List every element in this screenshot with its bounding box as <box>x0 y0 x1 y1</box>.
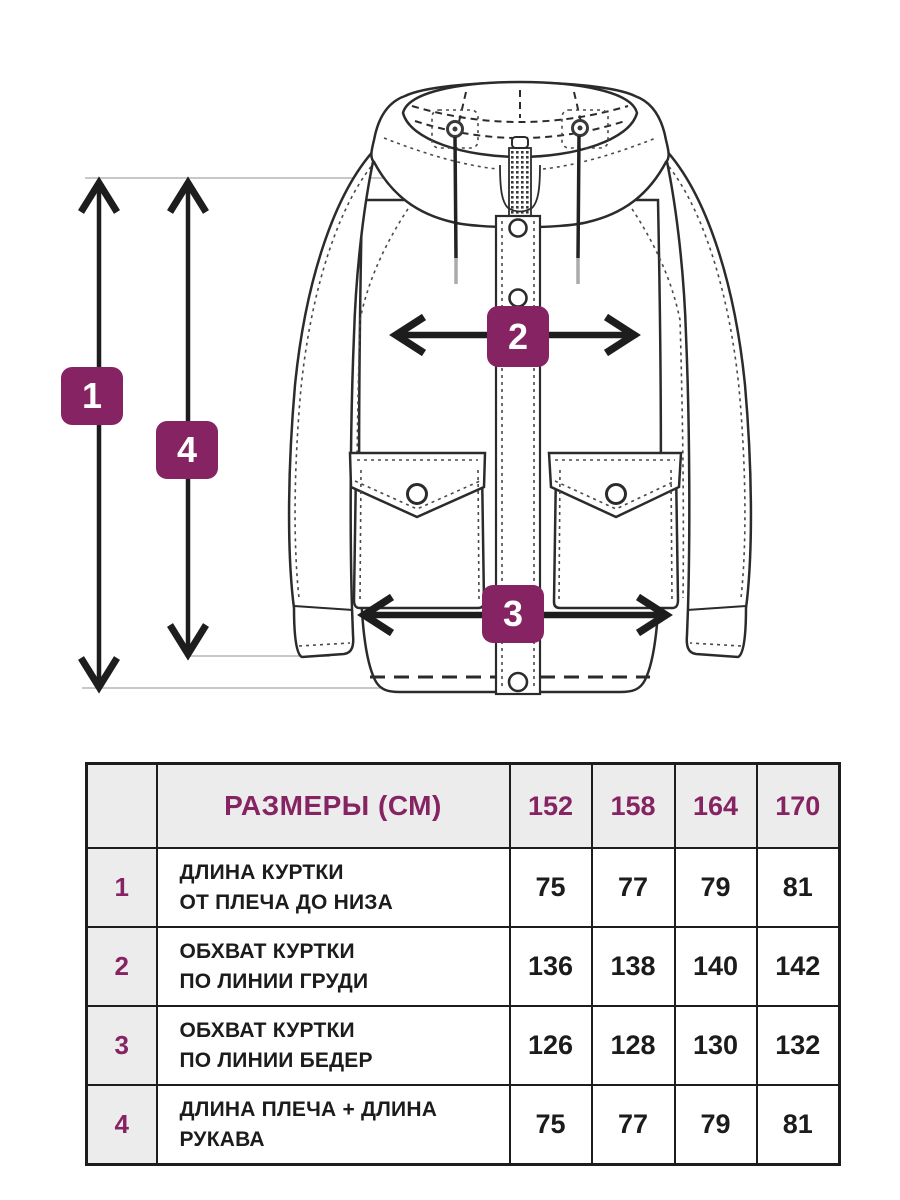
corner-cell <box>85 762 158 849</box>
value-cell: 81 <box>755 847 841 928</box>
value-cell: 142 <box>755 926 841 1007</box>
hood-drawstrings <box>453 135 581 284</box>
jacket-technical-drawing <box>78 80 753 696</box>
value-cell: 75 <box>508 1084 593 1166</box>
value-cell: 140 <box>673 926 758 1007</box>
size-col-164: 164 <box>673 762 758 849</box>
sizes-title-cell: РАЗМЕРЫ (СМ) <box>155 762 511 849</box>
value-cell: 132 <box>755 1005 841 1086</box>
size-col-152: 152 <box>508 762 593 849</box>
arrow-sleeve <box>167 176 209 661</box>
measurement-badge-2: 2 <box>487 306 549 367</box>
arrow-length <box>78 176 120 694</box>
value-cell: 81 <box>755 1084 841 1166</box>
size-col-170: 170 <box>755 762 841 849</box>
measurement-arrows <box>78 176 673 694</box>
size-table: РАЗМЕРЫ (СМ) 152 158 164 170 1 ДЛИНА КУР… <box>85 762 841 1166</box>
flap-pockets <box>348 451 683 610</box>
value-cell: 77 <box>590 1084 676 1166</box>
value-cell: 126 <box>508 1005 593 1086</box>
sizes-title: РАЗМЕРЫ (СМ) <box>224 790 442 821</box>
value-cell: 130 <box>673 1005 758 1086</box>
value-cell: 136 <box>508 926 593 1007</box>
hood-grommets <box>446 119 589 138</box>
row-number-cell: 3 <box>85 1005 158 1086</box>
measurement-badge-1: 1 <box>61 367 123 425</box>
zipper <box>499 136 541 219</box>
value-cell: 138 <box>590 926 676 1007</box>
row-number-cell: 2 <box>85 926 158 1007</box>
measurement-badge-4: 4 <box>156 421 218 479</box>
row-number-cell: 1 <box>85 847 158 928</box>
value-cell: 128 <box>590 1005 676 1086</box>
value-cell: 79 <box>673 1084 758 1166</box>
jacket-hood <box>370 80 670 284</box>
size-table-header-row: РАЗМЕРЫ (СМ) 152 158 164 170 <box>85 762 841 849</box>
value-cell: 75 <box>508 847 593 928</box>
jacket-sleeves <box>287 143 753 659</box>
value-cell: 77 <box>590 847 676 928</box>
size-col-158: 158 <box>590 762 676 849</box>
row-number-cell: 4 <box>85 1084 158 1166</box>
measurement-badge-3: 3 <box>482 585 544 643</box>
value-cell: 79 <box>673 847 758 928</box>
